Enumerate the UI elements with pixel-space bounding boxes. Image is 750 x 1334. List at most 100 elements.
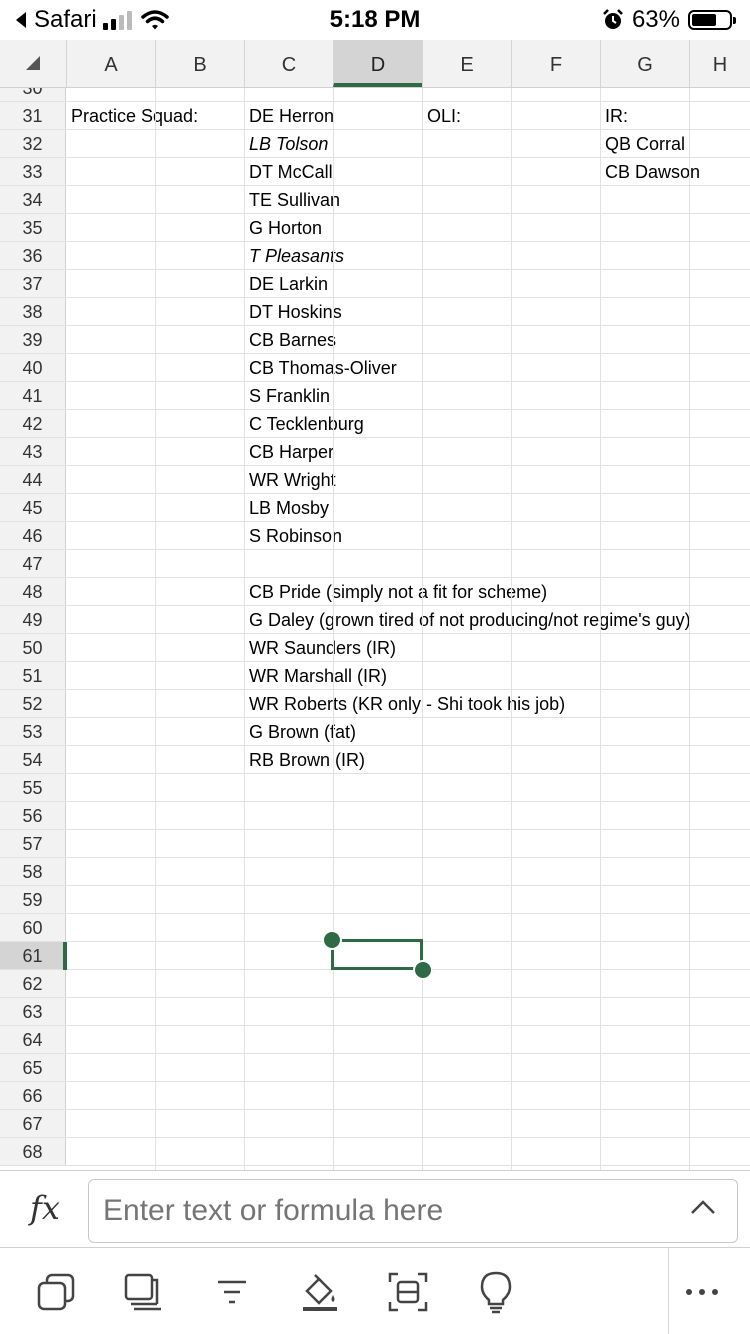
table-row[interactable]: 64 <box>0 1026 750 1054</box>
row-header[interactable]: 46 <box>0 522 66 549</box>
table-row[interactable]: 66 <box>0 1082 750 1110</box>
row-header[interactable]: 47 <box>0 550 66 577</box>
table-row[interactable]: 42 C Tecklenburg <box>0 410 750 438</box>
cell-c44[interactable]: WR Wright <box>249 466 338 493</box>
row-header[interactable]: 38 <box>0 298 66 325</box>
back-to-app[interactable]: Safari <box>14 6 169 34</box>
table-row[interactable]: 60 <box>0 914 750 942</box>
cell-c33[interactable]: DT McCall <box>249 158 335 185</box>
row-header[interactable]: 60 <box>0 914 66 941</box>
row-header[interactable]: 49 <box>0 606 66 633</box>
row-header[interactable]: 33 <box>0 158 66 185</box>
row-header[interactable]: 36 <box>0 242 66 269</box>
row-header[interactable]: 44 <box>0 466 66 493</box>
table-row[interactable]: 47 <box>0 550 750 578</box>
sheets-button[interactable] <box>122 1270 166 1314</box>
cell-c42[interactable]: C Tecklenburg <box>249 410 366 437</box>
fill-color-button[interactable] <box>298 1270 342 1314</box>
selection-handle-bottom-right[interactable] <box>413 960 433 980</box>
ideas-button[interactable] <box>474 1270 518 1314</box>
table-row[interactable]: 57 <box>0 830 750 858</box>
cell-c38[interactable]: DT Hoskins <box>249 298 344 325</box>
table-row[interactable]: 37 DE Larkin <box>0 270 750 298</box>
row-header[interactable]: 32 <box>0 130 66 157</box>
cell-c43[interactable]: CB Harper <box>249 438 337 465</box>
column-header-h[interactable]: H <box>689 40 750 87</box>
column-header-d[interactable]: D <box>333 40 422 87</box>
cell-c53[interactable]: G Brown (fat) <box>249 718 359 745</box>
row-header[interactable]: 58 <box>0 858 66 885</box>
cell-c54[interactable]: RB Brown (IR) <box>249 746 368 773</box>
row-header[interactable]: 59 <box>0 886 66 913</box>
format-cells-button[interactable] <box>386 1270 430 1314</box>
row-header[interactable]: 41 <box>0 382 66 409</box>
row-header[interactable]: 30 <box>0 88 66 101</box>
more-options-button[interactable] <box>680 1270 724 1314</box>
table-row[interactable]: 65 <box>0 1054 750 1082</box>
table-row[interactable]: 68 <box>0 1138 750 1166</box>
column-header-a[interactable]: A <box>66 40 155 87</box>
cell-c37[interactable]: DE Larkin <box>249 270 331 297</box>
column-header-g[interactable]: G <box>600 40 689 87</box>
cell-c35[interactable]: G Horton <box>249 214 325 241</box>
fx-icon[interactable]: fx <box>30 1189 60 1227</box>
cell-c46[interactable]: S Robinson <box>249 522 345 549</box>
select-all-corner[interactable] <box>0 40 66 87</box>
cell-c49[interactable]: G Daley (grown tired of not producing/no… <box>249 606 693 633</box>
row-header[interactable]: 55 <box>0 774 66 801</box>
row-header[interactable]: 65 <box>0 1054 66 1081</box>
cell-c39[interactable]: CB Barnes <box>249 326 339 353</box>
cell-c34[interactable]: TE Sullivan <box>249 186 343 213</box>
cell-a31[interactable]: Practice Squad: <box>71 102 201 129</box>
row-header[interactable]: 31 <box>0 102 66 129</box>
row-header[interactable]: 56 <box>0 802 66 829</box>
table-row[interactable]: 30 <box>0 88 750 102</box>
table-row[interactable]: 59 <box>0 886 750 914</box>
row-header[interactable]: 66 <box>0 1082 66 1109</box>
cell-g33[interactable]: CB Dawson <box>605 158 703 185</box>
select-objects-button[interactable] <box>34 1270 78 1314</box>
table-row[interactable]: 38 DT Hoskins <box>0 298 750 326</box>
row-header[interactable]: 48 <box>0 578 66 605</box>
table-row[interactable]: 33 DT McCall CB Dawson <box>0 158 750 186</box>
table-row[interactable]: 46 S Robinson <box>0 522 750 550</box>
row-header[interactable]: 57 <box>0 830 66 857</box>
table-row[interactable]: 58 <box>0 858 750 886</box>
table-row[interactable]: 39 CB Barnes <box>0 326 750 354</box>
cell-c52[interactable]: WR Roberts (KR only - Shi took his job) <box>249 690 568 717</box>
table-row[interactable]: 44 WR Wright <box>0 466 750 494</box>
table-row[interactable]: 62 <box>0 970 750 998</box>
table-row[interactable]: 36 T Pleasants <box>0 242 750 270</box>
cell-c41[interactable]: S Franklin <box>249 382 333 409</box>
cell-c36[interactable]: T Pleasants <box>249 242 347 269</box>
table-row[interactable]: 63 <box>0 998 750 1026</box>
row-header[interactable]: 35 <box>0 214 66 241</box>
cell-c51[interactable]: WR Marshall (IR) <box>249 662 389 689</box>
row-header[interactable]: 45 <box>0 494 66 521</box>
row-header[interactable]: 37 <box>0 270 66 297</box>
table-row[interactable]: 55 <box>0 774 750 802</box>
table-row[interactable]: 50 WR Saunders (IR) <box>0 634 750 662</box>
row-header[interactable]: 50 <box>0 634 66 661</box>
cell-c31[interactable]: DE Herron <box>249 102 337 129</box>
table-row[interactable]: 56 <box>0 802 750 830</box>
selection-handle-top-left[interactable] <box>322 930 342 950</box>
chevron-up-icon[interactable] <box>690 1199 716 1215</box>
row-header[interactable]: 42 <box>0 410 66 437</box>
row-header[interactable]: 62 <box>0 970 66 997</box>
row-header[interactable]: 39 <box>0 326 66 353</box>
cell-c50[interactable]: WR Saunders (IR) <box>249 634 399 661</box>
cell-g32[interactable]: QB Corral <box>605 130 688 157</box>
formula-input[interactable] <box>88 1179 738 1243</box>
selected-cell-d61[interactable] <box>331 939 423 970</box>
column-header-e[interactable]: E <box>422 40 511 87</box>
